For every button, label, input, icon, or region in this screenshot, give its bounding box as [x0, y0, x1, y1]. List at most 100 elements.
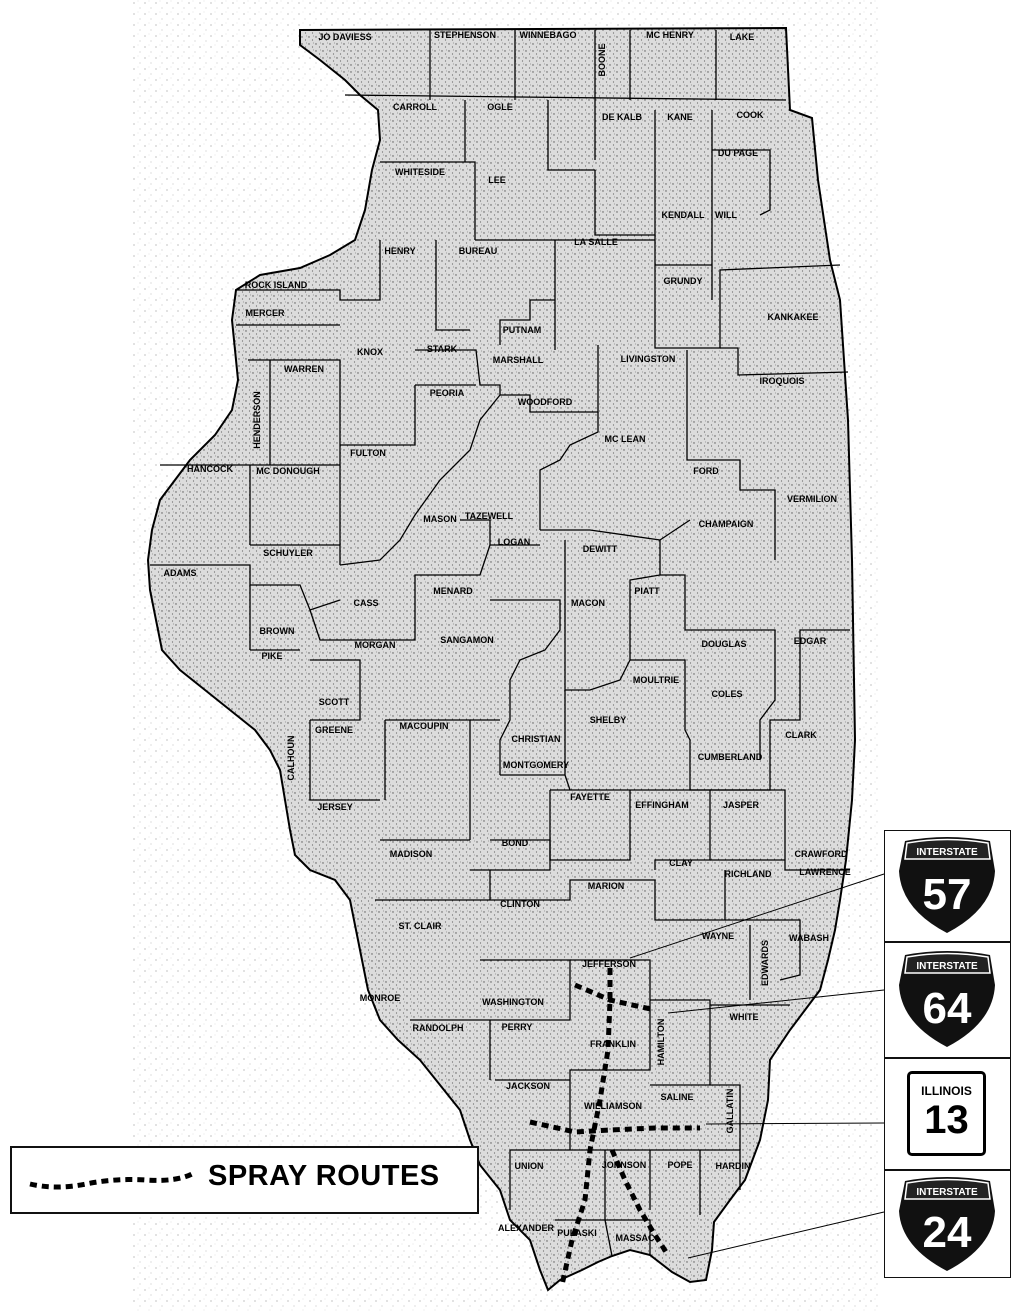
county-label: SCOTT	[319, 697, 350, 707]
leader-64	[667, 989, 885, 1014]
county-label: COLES	[711, 689, 742, 699]
county-label: ROCK ISLAND	[245, 280, 308, 290]
county-label: PIKE	[261, 651, 282, 661]
sign-state-name: ILLINOIS	[921, 1084, 972, 1098]
spray-route-lines	[529, 968, 700, 1286]
county-label: KANE	[667, 112, 693, 122]
county-label: MONTGOMERY	[503, 760, 569, 770]
county-label: WARREN	[284, 364, 324, 374]
shield-number: 57	[923, 870, 972, 919]
county-label: WHITESIDE	[395, 167, 445, 177]
county-label: EDWARDS	[760, 940, 770, 986]
county-label: GREENE	[315, 725, 353, 735]
county-label: DOUGLAS	[702, 639, 747, 649]
county-label: CLAY	[669, 858, 693, 868]
county-label: DU PAGE	[718, 148, 758, 158]
county-label: CASS	[353, 598, 378, 608]
county-label: CALHOUN	[286, 736, 296, 781]
county-label: HAMILTON	[656, 1019, 666, 1066]
county-label: FRANKLIN	[590, 1039, 636, 1049]
county-label: UNION	[515, 1161, 544, 1171]
county-label: KENDALL	[662, 210, 705, 220]
county-label: JACKSON	[506, 1081, 550, 1091]
county-label: IROQUOIS	[759, 376, 804, 386]
shield-number: 64	[923, 984, 972, 1033]
legend-label: SPRAY ROUTES	[208, 1160, 440, 1192]
county-label: WILLIAMSON	[584, 1101, 642, 1111]
county-label: LAWRENCE	[799, 867, 851, 877]
county-label: WAYNE	[702, 931, 734, 941]
county-label: CHRISTIAN	[512, 734, 561, 744]
county-label: BUREAU	[459, 246, 498, 256]
county-label: SALINE	[660, 1092, 693, 1102]
county-label: CLARK	[785, 730, 817, 740]
county-label: PIATT	[634, 586, 660, 596]
county-label: JEFFERSON	[582, 959, 636, 969]
interstate-shield-icon: INTERSTATE 24	[899, 1177, 995, 1271]
county-label: PUTNAM	[503, 325, 542, 335]
county-label: DE KALB	[602, 112, 642, 122]
county-label: MARION	[588, 881, 625, 891]
county-label: PERRY	[502, 1022, 533, 1032]
county-label: MOULTRIE	[633, 675, 679, 685]
county-label: CARROLL	[393, 102, 437, 112]
county-label: RICHLAND	[725, 869, 772, 879]
county-label: WASHINGTON	[482, 997, 544, 1007]
county-label: CUMBERLAND	[698, 752, 763, 762]
county-label: MC DONOUGH	[256, 466, 320, 476]
county-label: VERMILION	[787, 494, 837, 504]
spray-route-i57	[559, 968, 613, 1286]
spray-route-il13	[529, 1119, 700, 1135]
county-label: WILL	[715, 210, 737, 220]
shield-banner: INTERSTATE	[916, 847, 978, 858]
county-label: GRUNDY	[663, 276, 702, 286]
county-label: PULASKI	[557, 1228, 597, 1238]
shield-number: 24	[923, 1208, 972, 1257]
county-label: LAKE	[730, 32, 755, 42]
shield-banner: INTERSTATE	[916, 1187, 978, 1198]
county-label: JO DAVIESS	[318, 32, 371, 42]
county-label: ADAMS	[164, 568, 197, 578]
county-label: MONROE	[360, 993, 401, 1003]
county-label: SCHUYLER	[263, 548, 313, 558]
county-label: ST. CLAIR	[398, 921, 442, 931]
shield-cell-57: INTERSTATE 57	[884, 830, 1011, 942]
county-label: SANGAMON	[440, 635, 494, 645]
county-label: JASPER	[723, 800, 760, 810]
county-label: STARK	[427, 344, 458, 354]
county-label: LA SALLE	[574, 237, 618, 247]
county-label: MACON	[571, 598, 605, 608]
county-label: EFFINGHAM	[635, 800, 689, 810]
county-label: WABASH	[789, 933, 829, 943]
county-label: MASON	[423, 514, 457, 524]
county-label: MADISON	[390, 849, 433, 859]
state-outline	[146, 26, 857, 1292]
county-label: MENARD	[433, 586, 473, 596]
county-label: HENRY	[384, 246, 415, 256]
county-label: MARSHALL	[493, 355, 544, 365]
county-label: WHITE	[730, 1012, 759, 1022]
route-leaders	[629, 873, 885, 1259]
county-label: CLINTON	[500, 899, 540, 909]
county-label: MC HENRY	[646, 30, 694, 40]
county-label: MC LEAN	[605, 434, 646, 444]
interstate-shield-icon: INTERSTATE 57	[899, 837, 995, 933]
county-label: HARDIN	[716, 1161, 751, 1171]
county-label: COOK	[737, 110, 765, 120]
county-label: JOHNSON	[602, 1160, 647, 1170]
county-label: FULTON	[350, 448, 386, 458]
county-label: STEPHENSON	[434, 30, 496, 40]
illinois-route-sign: ILLINOIS 13	[907, 1071, 986, 1156]
sign-route-number: 13	[924, 1098, 969, 1142]
shield-banner: INTERSTATE	[916, 961, 978, 972]
county-label: CRAWFORD	[795, 849, 848, 859]
county-label: MERCER	[245, 308, 285, 318]
county-label: JERSEY	[317, 802, 353, 812]
spray-route-i64	[574, 982, 656, 1013]
county-label: WINNEBAGO	[520, 30, 577, 40]
county-boundaries	[150, 30, 850, 1257]
county-label: BOONE	[597, 43, 607, 76]
county-label: BOND	[502, 838, 529, 848]
